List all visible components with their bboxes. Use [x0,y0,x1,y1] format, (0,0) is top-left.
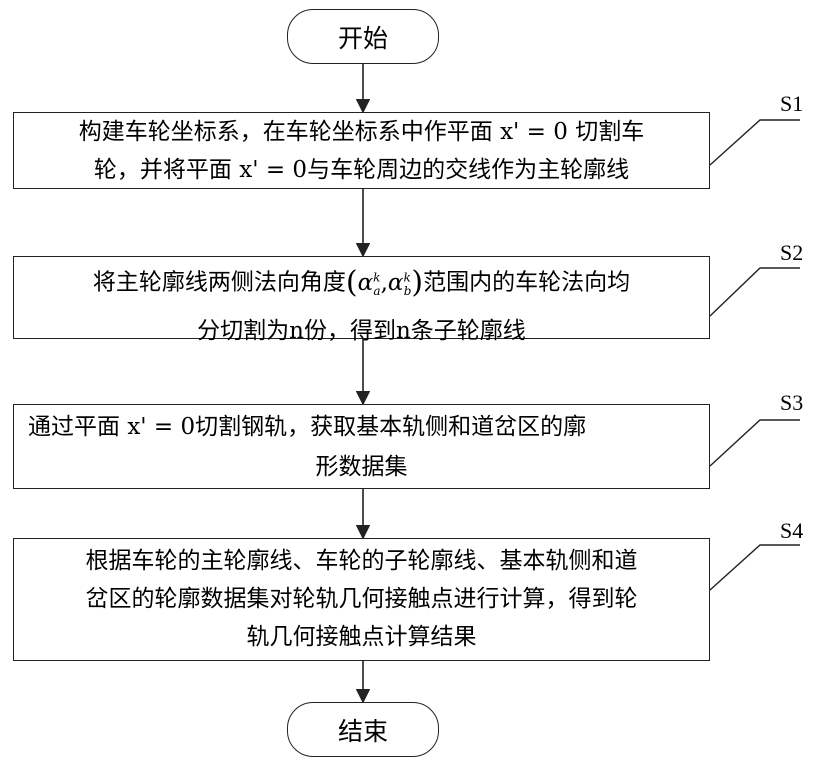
s2-line-2: 分切割为n份，得到n条子轮廓线 [22,311,701,351]
s1-leader [710,120,800,165]
s1-eq-1: x' = 0 [500,119,568,145]
start-terminal: 开始 [287,9,439,64]
s2-leader [710,268,800,316]
s2-line-1: 将主轮廓线两侧法向角度(αka,αkb)范围内的车轮法向均 [22,257,701,311]
s3-line-1: 通过平面 x' = 0切割钢轨，获取基本轨侧和道岔区的廓 [22,407,701,447]
step-s1-tag: S1 [780,91,803,117]
step-s2-tag: S2 [780,240,803,266]
step-s4-box: 根据车轮的主轮廓线、车轮的子轮廓线、基本轨侧和道 岔区的轮廓数据集对轮轨几何接触… [13,538,710,661]
step-s1-box: 构建车轮坐标系，在车轮坐标系中作平面 x' = 0 切割车 轮，并将平面 x' … [13,112,710,189]
s4-line-3: 轨几何接触点计算结果 [22,618,701,656]
s3-line-2: 形数据集 [22,447,701,487]
s1-line-2: 轮，并将平面 x' = 0与车轮周边的交线作为主轮廓线 [22,151,701,189]
step-s2-box: 将主轮廓线两侧法向角度(αka,αkb)范围内的车轮法向均 分切割为n份，得到n… [13,256,710,339]
start-label: 开始 [338,19,388,55]
step-s4-tag: S4 [780,518,803,544]
s2-angle-range: (αka,αkb) [346,270,423,296]
step-s3-tag: S3 [780,390,803,416]
s1-line-1: 构建车轮坐标系，在车轮坐标系中作平面 x' = 0 切割车 [22,113,701,151]
s4-leader [710,545,800,590]
s1-eq-2: x' = 0 [239,157,307,183]
s4-line-2: 岔区的轮廓数据集对轮轨几何接触点进行计算，得到轮 [22,580,701,618]
step-s3-box: 通过平面 x' = 0切割钢轨，获取基本轨侧和道岔区的廓 形数据集 [13,404,710,489]
s3-eq: x' = 0 [127,414,195,440]
end-label: 结束 [338,712,388,748]
s4-line-1: 根据车轮的主轮廓线、车轮的子轮廓线、基本轨侧和道 [22,542,701,580]
end-terminal: 结束 [287,702,439,757]
s3-leader [710,420,800,466]
